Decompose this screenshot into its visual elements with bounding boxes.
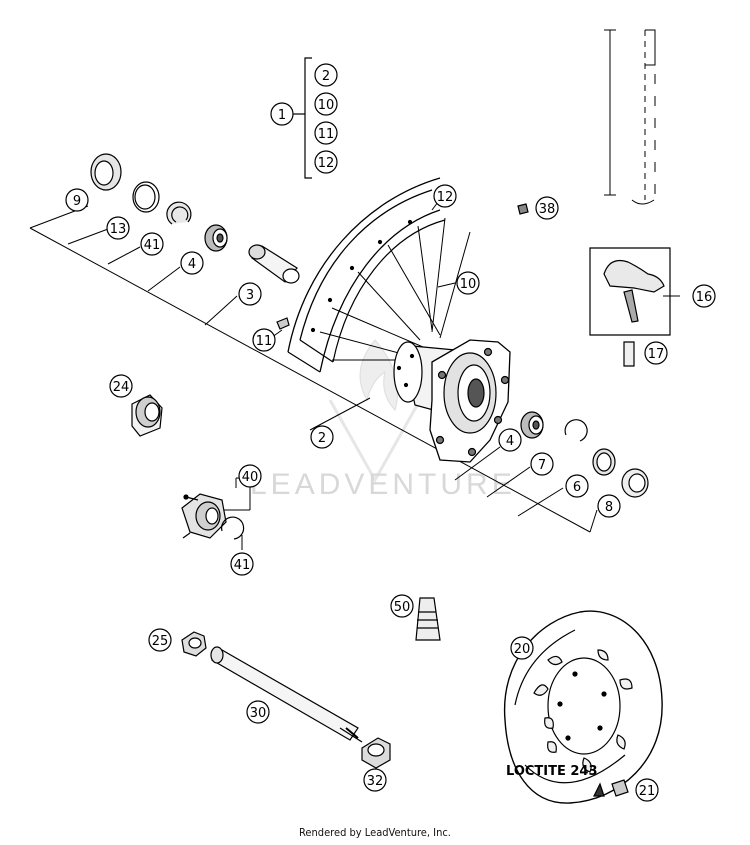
callout-38: 38 [535,196,559,220]
svg-text:1: 1 [278,108,286,123]
callouts: 1 2 10 11 12 9 13 41 4 3 11 12 10 38 16 … [65,63,716,802]
callout-41-upper: 41 [140,232,164,256]
callout-12: 12 [433,184,457,208]
spacer-8 [621,468,649,498]
callout-40: 40 [238,464,262,488]
svg-text:13: 13 [110,222,127,237]
loctite-note: LOCTITE 243 [506,764,598,779]
svg-text:11: 11 [256,334,273,349]
svg-text:11: 11 [318,127,335,142]
group-member-2: 2 [314,63,338,87]
callout-24: 24 [109,374,133,398]
svg-text:9: 9 [73,194,81,209]
brake-disc-20 [503,610,663,804]
svg-text:4: 4 [506,434,514,449]
svg-text:20: 20 [514,642,531,657]
wheel-rim-12 [287,177,446,373]
seal-9 [90,153,122,191]
svg-text:17: 17 [648,347,665,362]
bearing-4-right [520,411,544,439]
callout-9: 9 [65,188,89,212]
svg-text:7: 7 [538,458,546,473]
callout-7: 7 [530,452,554,476]
circlip-7 [564,419,588,442]
svg-text:12: 12 [318,156,335,171]
svg-text:50: 50 [394,600,411,615]
group-bracket-1 [293,57,312,179]
callout-4-lower: 4 [498,428,522,452]
plug-38 [517,203,529,215]
circlip-41-lower [221,516,245,540]
svg-text:25: 25 [152,634,169,649]
tool-group-16-17 [589,247,671,367]
bearing-4-left [204,224,228,252]
svg-text:2: 2 [318,431,326,446]
svg-text:12: 12 [437,190,454,205]
callout-17: 17 [644,341,668,365]
callout-3: 3 [238,282,262,306]
circlip-41 [166,201,192,225]
leader-lines [29,201,680,789]
callout-8: 8 [597,494,621,518]
callout-4-upper: 4 [180,251,204,275]
callout-16: 16 [692,284,716,308]
ring-13 [132,181,160,213]
svg-text:2: 2 [322,69,330,84]
watermark-text: LEADVENTURE [250,468,516,501]
nipple-11 [276,317,290,330]
group-member-12: 12 [314,150,338,174]
svg-text:24: 24 [113,380,130,395]
group-member-11: 11 [314,121,338,145]
svg-text:41: 41 [144,238,161,253]
svg-text:4: 4 [188,257,196,272]
speedo-drive-40 [181,493,227,539]
disc-bolt-21 [593,779,629,797]
svg-text:21: 21 [639,784,656,799]
callout-20: 20 [510,636,534,660]
callout-41-lower: 41 [230,552,254,576]
callout-10: 10 [456,271,480,295]
callout-6: 6 [565,474,589,498]
svg-text:8: 8 [605,500,613,515]
svg-text:16: 16 [696,290,713,305]
ring-6 [592,448,616,476]
callout-13: 13 [106,216,130,240]
nut-25 [181,631,207,657]
valve-50 [415,597,441,641]
svg-text:40: 40 [242,470,259,485]
callout-50: 50 [390,594,414,618]
svg-text:10: 10 [318,98,335,113]
svg-text:6: 6 [573,480,581,495]
group-member-10: 10 [314,92,338,116]
callout-2: 2 [310,425,334,449]
leadventure-watermark: LEADVENTURE [250,339,516,501]
callout-21: 21 [635,778,659,802]
callout-25: 25 [148,628,172,652]
spacer-3 [248,244,300,284]
fork-tube-reference [604,29,656,205]
svg-text:41: 41 [234,558,251,573]
callout-11: 11 [252,328,276,352]
hub-2 [393,339,511,463]
svg-text:38: 38 [539,202,556,217]
svg-text:10: 10 [460,277,477,292]
spokes-10 [319,217,471,361]
callout-32: 32 [363,768,387,792]
axle-30 [210,646,363,743]
spacer-24 [131,394,163,437]
svg-text:32: 32 [367,774,384,789]
footer-credit: Rendered by LeadVenture, Inc. [299,826,451,839]
callout-1: 1 [270,102,294,126]
svg-text:30: 30 [250,706,267,721]
svg-text:3: 3 [246,288,254,303]
callout-30: 30 [246,700,270,724]
axle-nut-32 [361,737,391,769]
